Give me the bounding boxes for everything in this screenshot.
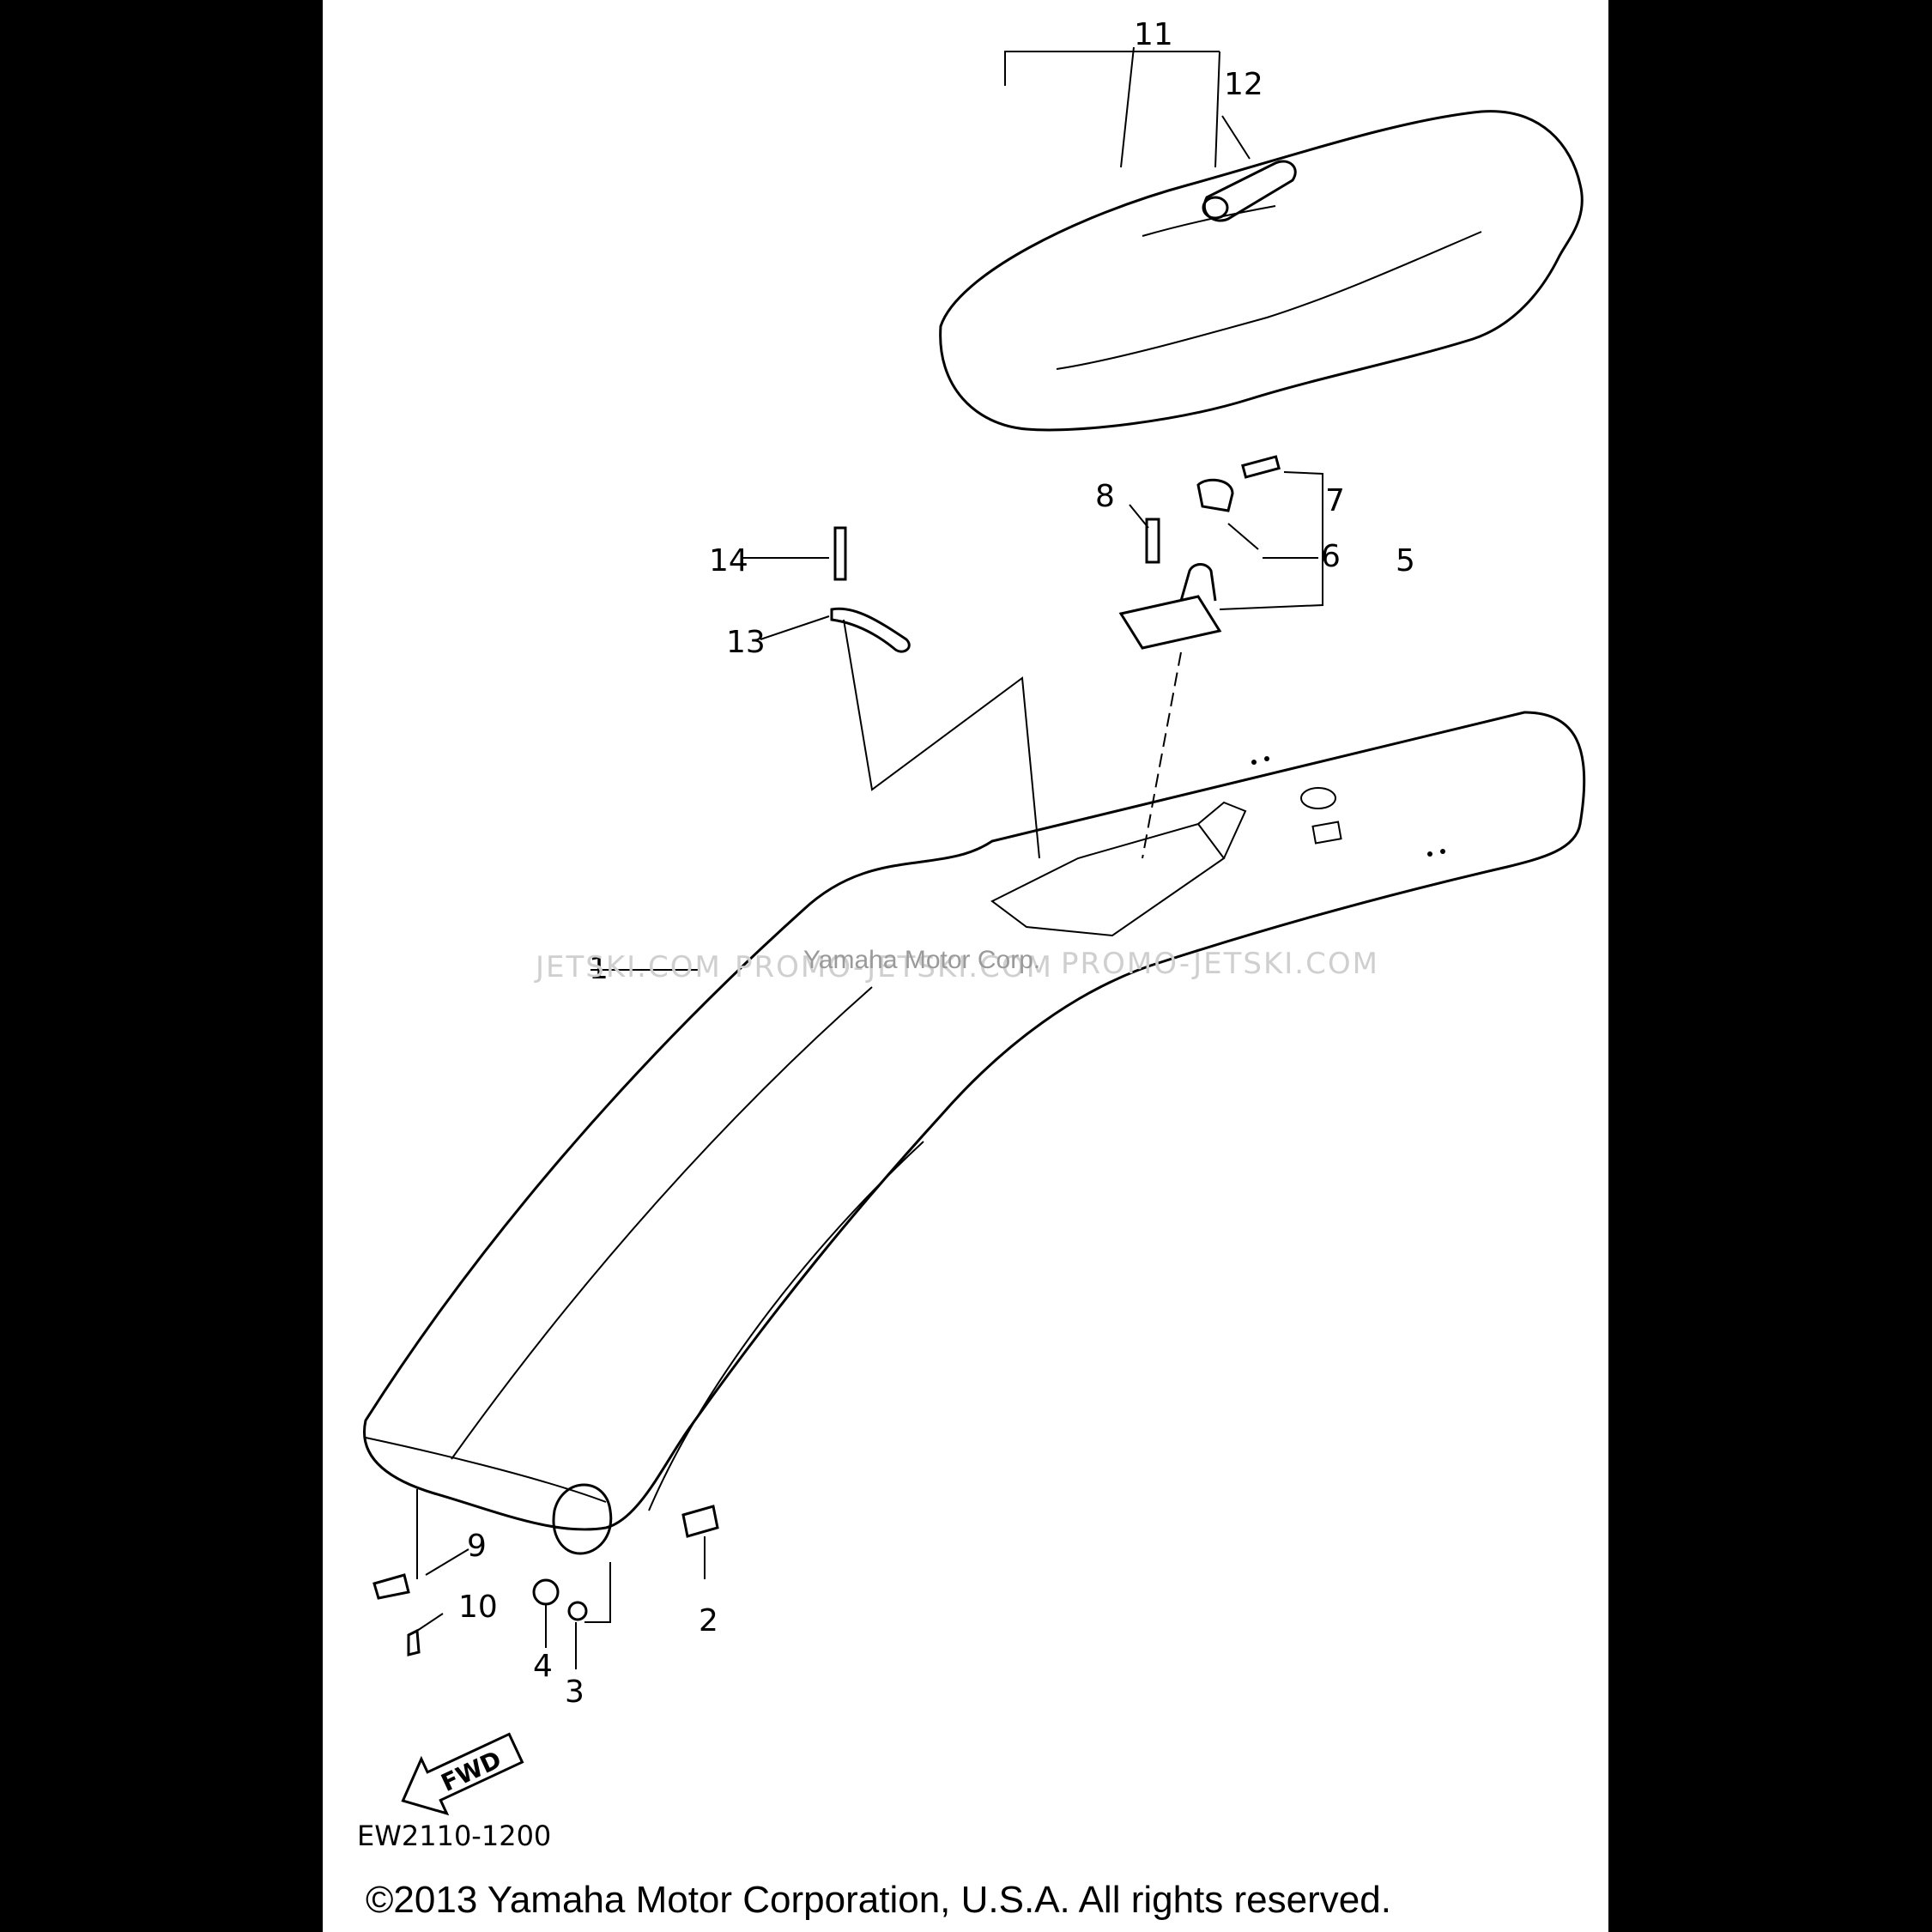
watermark-promo-2: PROMO-JETSKI.COM	[1061, 947, 1379, 981]
callout-2: 2	[699, 1603, 718, 1638]
fwd-arrow: FWD	[401, 1732, 524, 1816]
watermark-yamaha: Yamaha Motor Corp.	[803, 946, 1040, 974]
callout-4: 4	[533, 1649, 553, 1684]
callout-9: 9	[467, 1529, 487, 1564]
watermark-jetski: JETSKI.COM	[534, 950, 722, 984]
front-hardware	[372, 1505, 719, 1656]
callout-7: 7	[1325, 483, 1345, 518]
stay-bar	[830, 526, 911, 653]
parts-diagram: 1 2 3 4 5 6 7 8 9 10 11 12 13 14 JETSKI.…	[357, 17, 1586, 1921]
callout-5: 5	[1396, 543, 1415, 578]
watermark-promo-1: PROMO-JETSKI.COM	[735, 950, 1053, 984]
seat-part	[939, 110, 1584, 432]
callout-3: 3	[565, 1675, 584, 1710]
watermarks: JETSKI.COM PROMO-JETSKI.COM Yamaha Motor…	[534, 946, 1379, 984]
callout-13: 13	[726, 625, 766, 660]
diagram-sheet: 1 2 3 4 5 6 7 8 9 10 11 12 13 14 JETSKI.…	[323, 0, 1608, 1932]
callout-8: 8	[1095, 479, 1115, 514]
leader-lines	[416, 46, 1323, 1669]
callout-12: 12	[1224, 67, 1263, 102]
callout-1: 1	[589, 951, 609, 986]
copyright-notice: ©2013 Yamaha Motor Corporation, U.S.A. A…	[366, 1879, 1391, 1921]
callout-labels: 1 2 3 4 5 6 7 8 9 10 11 12 13 14	[458, 17, 1415, 1710]
callout-10: 10	[458, 1590, 498, 1625]
callout-14: 14	[709, 543, 748, 578]
hood-part	[363, 711, 1586, 1555]
callout-11: 11	[1134, 17, 1173, 52]
callout-6: 6	[1321, 539, 1341, 574]
hinge-assembly	[1118, 455, 1281, 650]
diagram-code: EW2110-1200	[357, 1820, 551, 1852]
